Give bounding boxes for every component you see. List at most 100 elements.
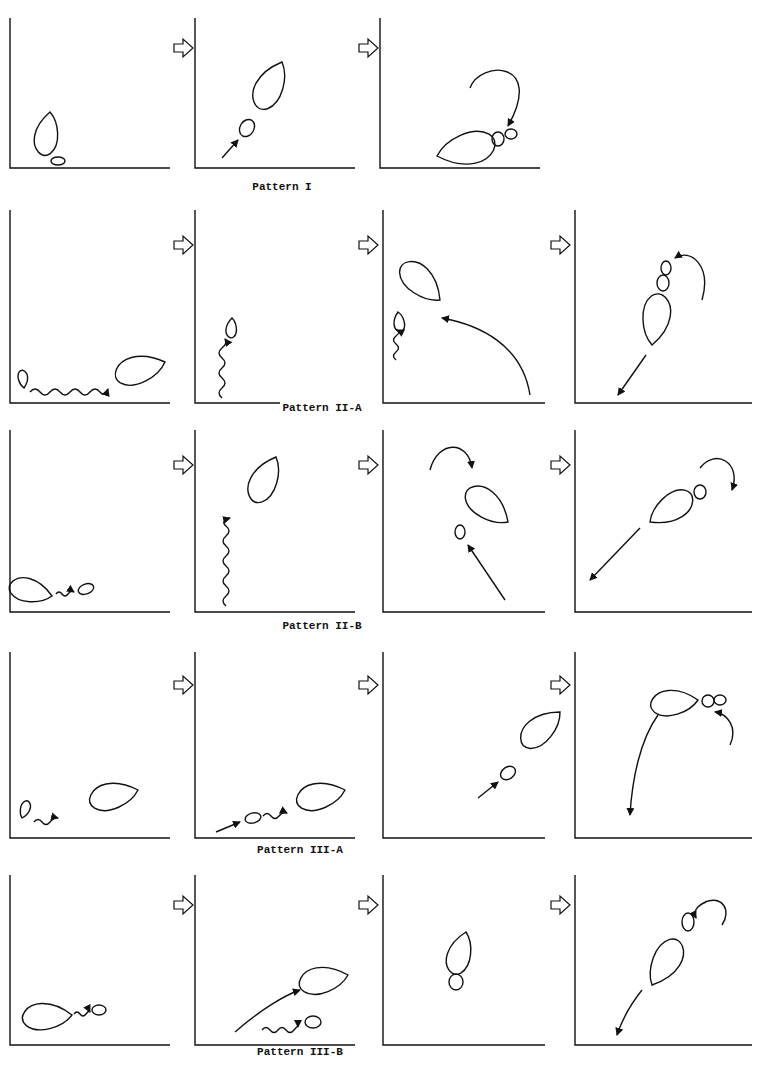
motion-arrow — [705, 900, 726, 925]
motion-arrow — [216, 822, 240, 832]
axes — [10, 875, 170, 1045]
motion-arrow — [618, 355, 646, 395]
step-arrow — [174, 236, 193, 254]
cloud-cell — [661, 261, 671, 275]
step-arrow — [174, 456, 193, 474]
pattern-label: Pattern III-B — [255, 1046, 345, 1058]
motion-arrow — [470, 70, 519, 126]
step-arrow — [174, 39, 193, 57]
cloud-shape — [225, 318, 237, 339]
step-arrow — [551, 896, 570, 914]
cloud-shape — [246, 56, 294, 114]
cloud-shapes — [7, 56, 734, 1035]
motion-arrow — [478, 782, 498, 798]
wavy-arrow — [56, 591, 74, 596]
motion-arrow — [617, 990, 642, 1035]
cloud-shape — [7, 574, 55, 608]
cloud-shape — [32, 110, 62, 157]
cloud-shape — [394, 254, 450, 310]
cloud-cell — [714, 695, 726, 705]
axes — [383, 210, 545, 403]
cloud-cell — [236, 117, 257, 140]
cloud-cell — [492, 132, 504, 146]
motion-arrow — [468, 545, 505, 600]
axes — [10, 430, 170, 612]
cloud-cell — [657, 275, 669, 291]
axes — [380, 18, 540, 168]
wavy-arrow — [263, 812, 287, 818]
axes — [195, 18, 355, 168]
axes — [195, 875, 355, 1045]
axes — [195, 652, 355, 838]
axes — [195, 210, 355, 403]
cloud-shape — [514, 702, 569, 754]
cloud-shape — [242, 451, 288, 507]
cloud-cell — [455, 525, 465, 539]
cloud-shape — [643, 484, 699, 532]
cloud-shape — [434, 128, 499, 171]
step-arrow — [174, 676, 193, 694]
cloud-shape — [459, 479, 516, 533]
pattern-label: Pattern II-A — [280, 402, 363, 414]
step-arrow — [551, 676, 570, 694]
cloud-shape — [638, 292, 674, 347]
axes — [383, 652, 545, 838]
step-arrow — [359, 236, 378, 254]
axes — [575, 210, 752, 403]
pattern-label: Pattern II-B — [280, 620, 363, 632]
motion-arrow — [695, 902, 706, 918]
cloud-cell — [77, 582, 95, 597]
cloud-shape — [650, 688, 700, 717]
cloud-shape — [17, 800, 32, 820]
wavy-arrow — [262, 1026, 298, 1032]
step-arrow — [359, 676, 378, 694]
cloud-shape — [297, 963, 350, 997]
cloud-shape — [442, 929, 477, 978]
wavy-arrow — [219, 339, 226, 398]
cloud-cell — [51, 157, 65, 165]
axes — [195, 430, 355, 612]
axes — [10, 210, 170, 403]
wavy-arrow — [223, 518, 230, 606]
wavy-arrow — [74, 1011, 90, 1016]
step-arrow — [359, 896, 378, 914]
motion-arrow — [222, 140, 238, 158]
cloud-shape — [112, 349, 169, 389]
axes — [10, 652, 170, 838]
motion-arrow — [630, 715, 658, 815]
step-arrow — [551, 236, 570, 254]
motion-arrow — [235, 990, 300, 1032]
cloud-shape — [22, 1003, 72, 1031]
step-arrow — [359, 39, 378, 57]
motion-arrow — [590, 528, 640, 580]
step-arrow — [359, 456, 378, 474]
cloud-shape — [18, 370, 29, 389]
panel-axes — [10, 18, 752, 1045]
wavy-arrow — [30, 389, 108, 395]
axes — [10, 18, 170, 168]
axes — [575, 875, 752, 1045]
pattern-label: Pattern I — [250, 181, 313, 193]
step-arrow — [551, 456, 570, 474]
cloud-shape — [393, 312, 405, 333]
cloud-cell — [449, 974, 463, 990]
step-arrows — [174, 39, 570, 914]
cloud-cell — [305, 1016, 321, 1028]
step-arrow — [174, 896, 193, 914]
cloud-cell — [92, 1005, 106, 1015]
motion-arrow — [700, 459, 734, 490]
cloud-cell — [694, 485, 706, 499]
motion-arrow — [675, 255, 705, 300]
cloud-cell — [682, 913, 694, 931]
cloud-cell — [505, 129, 517, 139]
cloud-cell — [498, 763, 518, 782]
axes — [575, 430, 752, 612]
cloud-shape — [87, 778, 141, 814]
cloud-shape — [294, 778, 348, 814]
axes — [383, 875, 545, 1045]
wavy-arrow — [394, 330, 399, 360]
motion-arrow — [715, 712, 733, 745]
cloud-shape — [640, 934, 690, 992]
cloud-cell — [244, 811, 262, 825]
